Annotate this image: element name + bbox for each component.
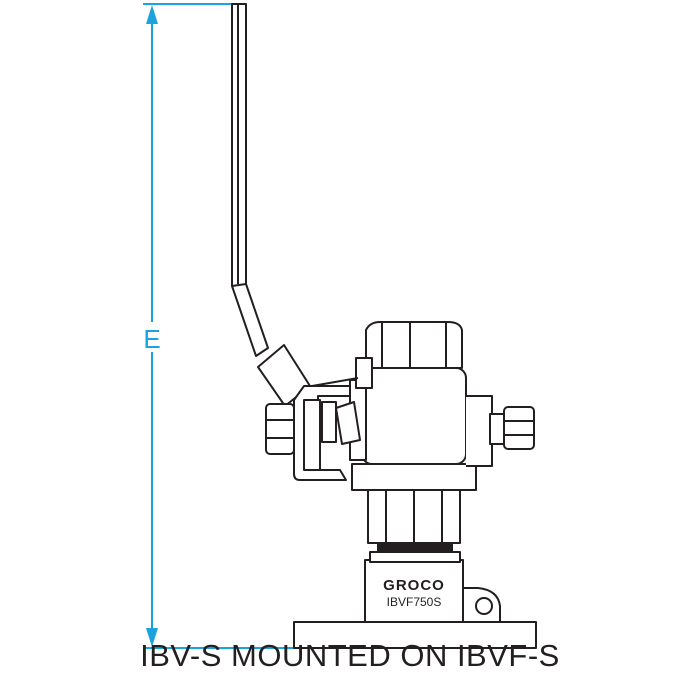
dimension-arrow-top [146,5,158,24]
dimension-e: E [143,3,296,649]
diagram-caption: IBV-S MOUNTED ON IBVF-S [140,638,560,673]
lower-hex-nut [367,489,461,544]
dimension-arrow-bottom [146,628,158,647]
brand-label: GROCO [383,577,445,594]
model-label: IBVF750S [387,595,442,609]
top-hex-nut [355,321,463,389]
lever-linkage [265,377,361,481]
handle-lever [231,3,311,407]
right-fitting [489,406,535,450]
dimension-label: E [143,324,160,354]
threaded-collar [369,543,461,563]
